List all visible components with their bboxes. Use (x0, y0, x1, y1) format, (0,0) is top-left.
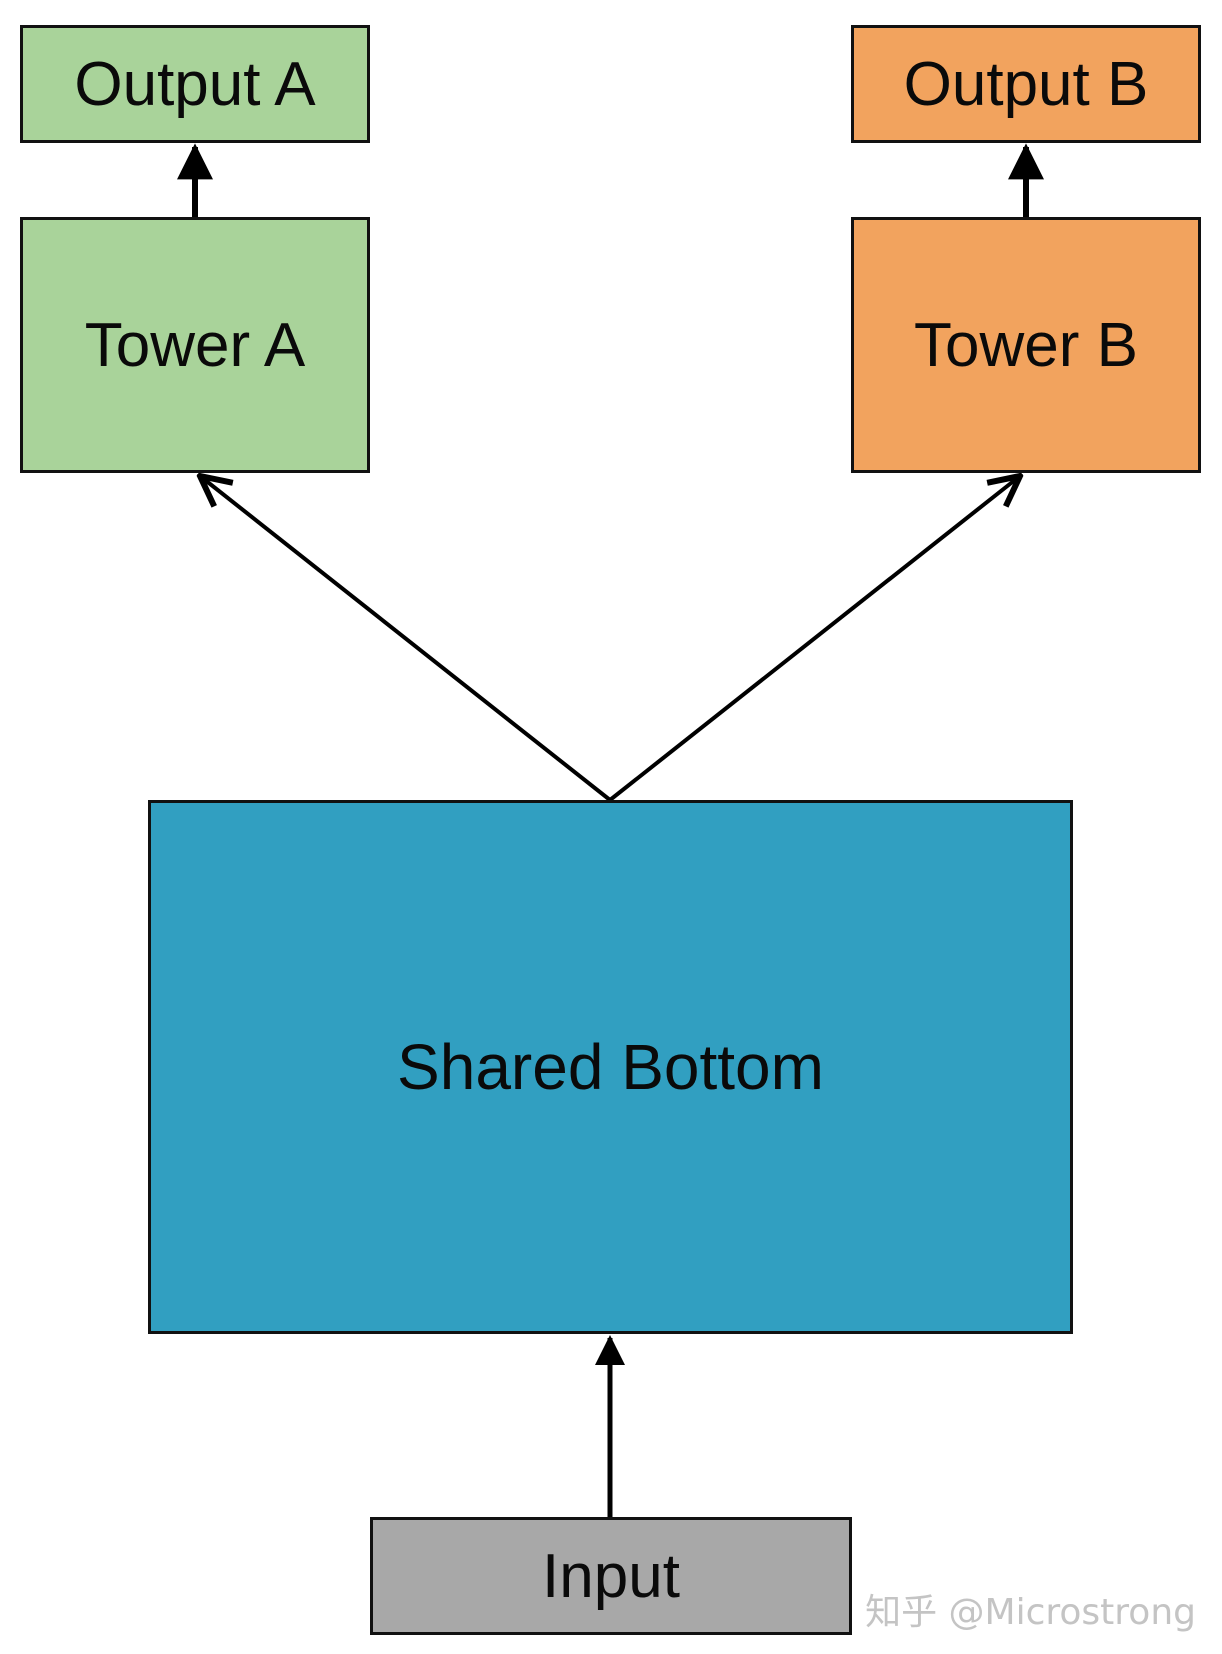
watermark-text: 知乎 @Microstrong (865, 1592, 1196, 1633)
tower-b-label: Tower B (914, 310, 1138, 380)
shared-bottom-label: Shared Bottom (397, 1031, 824, 1103)
output-a-label: Output A (74, 49, 316, 119)
shared-bottom-box: Shared Bottom (148, 800, 1073, 1334)
output-b-box: Output B (851, 25, 1201, 143)
edge-shared-bottom-to-tower-b (608, 476, 1020, 802)
output-b-label: Output B (903, 49, 1149, 119)
input-box: Input (370, 1517, 852, 1635)
output-a-box: Output A (20, 25, 370, 143)
input-label: Input (542, 1541, 680, 1611)
tower-a-box: Tower A (20, 217, 370, 473)
tower-b-box: Tower B (851, 217, 1201, 473)
tower-a-label: Tower A (84, 310, 306, 380)
edge-shared-bottom-to-tower-a (200, 476, 612, 802)
